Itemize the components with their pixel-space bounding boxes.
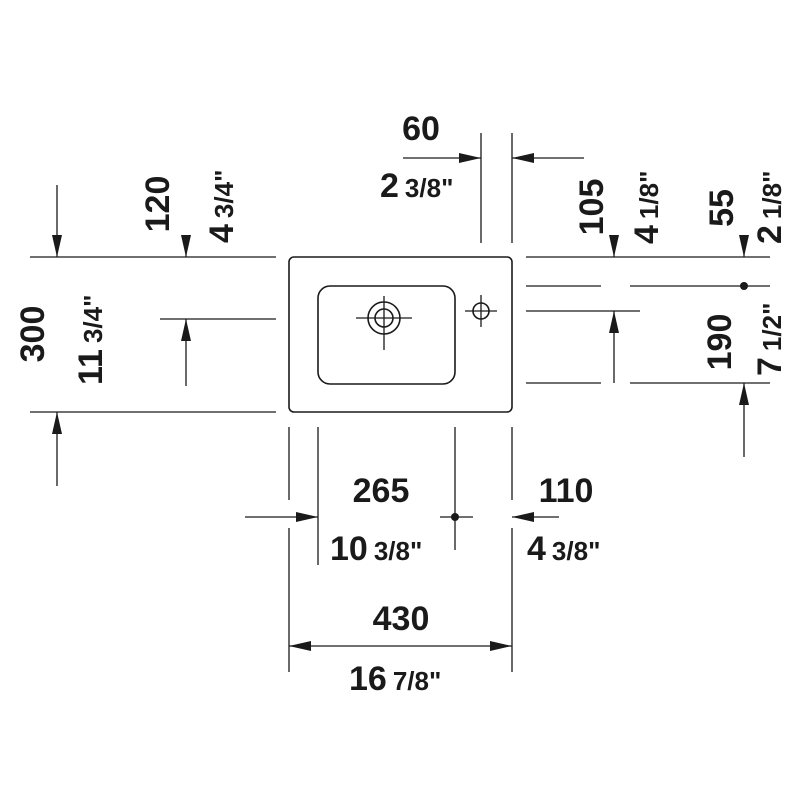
dim-total-width-mm: 430 [373,600,430,638]
dim-top-to-hole-in-frac: 3/4" [209,170,239,218]
dim-drain-to-right-mm: 110 [539,472,594,510]
drain-center-dot [451,513,459,521]
dim-total-width-in-frac: 7/8" [393,666,441,696]
tap-hole-symbol [465,295,497,327]
dim-top-to-hole-in: 4 3/4" [203,170,241,243]
dim-hole-width-in-whole: 2 [380,167,399,205]
dim-depth-in-whole: 11 [72,349,110,385]
dim-right-height: 190 7 1/2" [701,303,789,457]
dim-depth: 300 11 3/4" [14,295,276,486]
dim-right-height-mm: 190 [701,314,739,371]
dim-left-to-drain-mm: 265 [353,472,410,510]
dim-depth-in: 11 3/4" [72,295,110,385]
dim-right-small-in-whole: 2 [751,225,789,244]
dim-total-width-in-whole: 16 [349,660,387,698]
dim-right-height-in-whole: 7 [751,357,789,376]
dim-top-to-hole-in-whole: 4 [203,224,241,243]
dim-right-top-offset-in-whole: 4 [628,225,666,244]
dim-left-to-drain-in-whole: 10 [330,530,368,568]
dim-depth-in-frac: 3/4" [78,295,108,343]
dim-right-small: 55 2 1/8" [703,171,789,290]
dim-drain-to-right-in-whole: 4 [527,530,546,568]
dim-right-height-in-frac: 1/2" [757,303,787,351]
dim-top-to-hole: 120 4 3/4" [30,170,276,386]
dim-right-small-reference-dot [740,282,748,290]
basin-outer-edge [288,256,513,413]
dim-hole-width-mm: 60 [402,110,440,148]
dim-right-top-offset-mm: 105 [573,179,611,236]
basin-outline [288,256,513,413]
dim-right-small-in-frac: 1/8" [757,171,787,219]
drain-symbol [356,296,412,350]
dim-top-to-hole-mm: 120 [139,176,177,233]
dim-right-height-in: 7 1/2" [751,303,789,376]
dim-left-to-drain-in-frac: 3/8" [374,536,422,566]
dim-right-small-mm: 55 [703,189,741,227]
dim-depth-mm: 300 [14,306,52,363]
dim-drain-to-right-in-frac: 3/8" [552,536,600,566]
dim-right-top-offset: 105 4 1/8" [573,171,666,383]
dim-hole-width-in-frac: 3/8" [405,173,453,203]
dim-right-top-offset-in-frac: 1/8" [634,171,664,219]
dim-right-top-offset-in: 4 1/8" [628,171,666,244]
dim-right-small-in: 2 1/8" [751,171,789,244]
basin-bowl [317,285,456,385]
bottom-extension-lines [288,427,513,672]
